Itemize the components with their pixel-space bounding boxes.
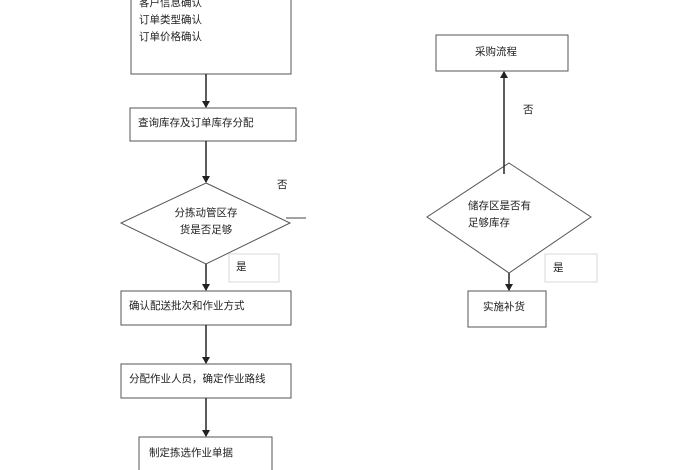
replenish-text: 实施补货 bbox=[483, 301, 525, 313]
storage-decision-line-1: 储存区是否有 bbox=[468, 200, 531, 212]
order-confirm-text: 客户信息确认 订单类型确认 订单价格确认 bbox=[139, 0, 202, 46]
assign-staff-text: 分配作业人员，确定作业路线 bbox=[129, 373, 266, 385]
order-confirm-line-3: 订单价格确认 bbox=[139, 31, 202, 43]
assign-staff-box bbox=[120, 363, 292, 399]
picking-yes-label-box bbox=[228, 253, 280, 283]
confirm-batch-box bbox=[120, 290, 292, 326]
picking-no-label: 否 bbox=[277, 179, 288, 191]
inventory-check-box bbox=[129, 107, 297, 142]
picking-yes-label: 是 bbox=[236, 261, 247, 273]
storage-decision-line-2: 足够库存 bbox=[468, 217, 510, 229]
picking-docs-box bbox=[138, 436, 273, 470]
order-confirm-line-1: 客户信息确认 bbox=[139, 0, 202, 9]
storage-yes-label-box bbox=[544, 253, 598, 283]
order-confirm-box bbox=[130, 0, 292, 75]
picking-decision-line-1: 分拣动管区存 bbox=[174, 207, 238, 219]
storage-yes-label: 是 bbox=[553, 262, 564, 274]
confirm-batch-text: 确认配送批次和作业方式 bbox=[129, 300, 245, 312]
inventory-check-text: 查询库存及订单库存分配 bbox=[138, 117, 254, 129]
picking-decision-text: 分拣动管区存 货是否足够 bbox=[156, 205, 256, 239]
replenish-box bbox=[467, 290, 547, 328]
purchase-flow-box bbox=[435, 34, 569, 72]
storage-decision-text: 储存区是否有 足够库存 bbox=[468, 198, 531, 232]
purchase-flow-text: 采购流程 bbox=[475, 46, 517, 58]
order-confirm-line-2: 订单类型确认 bbox=[139, 14, 202, 26]
picking-docs-text: 制定拣选作业单据 bbox=[149, 447, 233, 459]
picking-decision-line-2: 货是否足够 bbox=[179, 224, 233, 236]
storage-no-label: 否 bbox=[523, 104, 534, 116]
